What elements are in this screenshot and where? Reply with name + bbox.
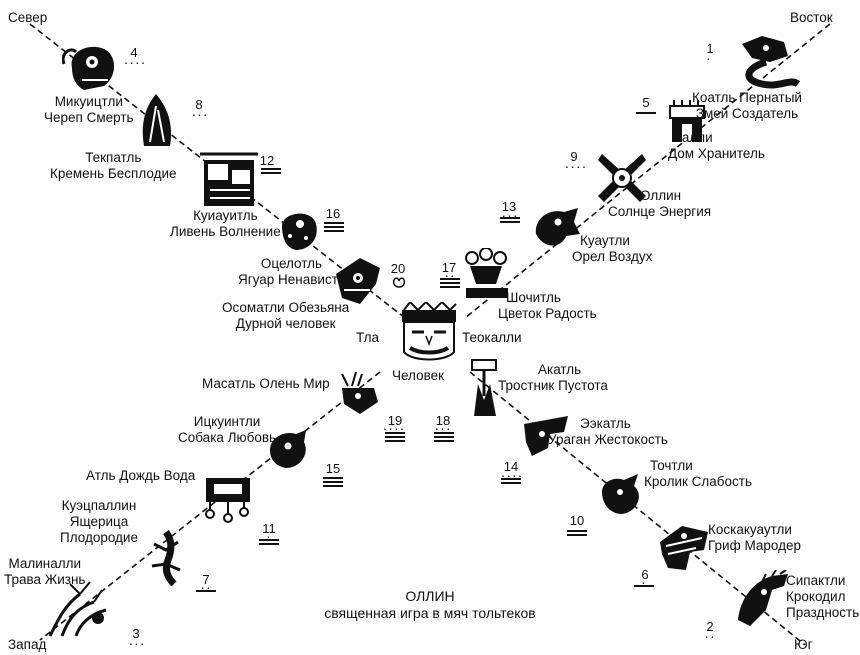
number-20: 20 [390,261,406,276]
title-line-2: священная игра в мяч тольтеков [324,605,536,621]
human-face-glyph-icon [402,302,457,361]
number-11: 11 [262,521,276,536]
dots-11: · [266,528,272,544]
number-2: 2 [706,619,714,634]
number-10: 10 [569,513,585,528]
reed-glyph-icon [471,359,497,416]
number-1: 1 [706,41,714,56]
bars-7 [196,590,216,594]
number-14: 14 [503,459,519,474]
number-13: 13 [501,199,517,214]
dots-1: · [706,50,712,66]
crocodile-glyph-icon [738,570,788,626]
bars-14 [501,478,521,486]
number-16: 16 [325,206,341,221]
rabbit-glyph-icon [602,474,639,514]
bars-6 [634,585,654,589]
title-line-1: ОЛЛИН [405,588,455,604]
wind-glyph-icon [524,416,568,456]
dots-9: ···· [564,158,588,174]
deer-glyph-icon [341,372,378,414]
flower-glyph-icon [465,248,508,298]
number-5: 5 [642,95,650,110]
monkey-glyph-icon [336,258,380,304]
number-18: 18 [435,413,451,428]
direction-south: Юг [794,637,813,652]
center-label-tla: Тла [356,330,380,345]
number-7: 7 [202,572,210,587]
dots-4: ···· [123,54,147,70]
label-masatl: Масатль Олень Мир [202,376,330,391]
bars-19 [385,432,405,444]
number-3: 3 [132,626,140,641]
direction-east: Восток [790,10,833,25]
direction-north: Север [8,10,48,25]
bars-18 [434,432,454,444]
dots-8: ··· [191,106,209,122]
number-17: 17 [441,260,457,275]
jaguar-glyph-icon [282,213,317,250]
direction-west: Запад [8,637,47,652]
number-4: 4 [130,45,138,60]
movement-glyph-icon [598,154,646,202]
bars-15 [323,477,343,489]
bars-5 [636,112,656,116]
number-8: 8 [195,97,203,112]
skull-glyph-icon [62,46,115,90]
number-9: 9 [570,149,578,164]
flint-glyph-icon [142,94,172,146]
number-15: 15 [325,461,341,476]
grass-glyph-icon [48,581,107,637]
twenty-symbol-icon [392,277,406,288]
bars-11 [259,539,279,547]
dots-19: ···· [382,420,406,436]
dots-6: · [641,574,647,590]
eagle-glyph-icon [535,208,580,246]
center-label-human: Человек [392,368,445,383]
dots-3: ··· [128,635,146,651]
bars-16 [324,222,344,234]
bars-17 [440,278,460,290]
house-glyph-icon [669,100,705,142]
dots-2: ·· [704,628,716,644]
dots-7: ·· [200,579,212,595]
bars-10 [567,530,587,538]
center-label-teokalli: Теокалли [462,330,522,345]
water-glyph-icon [205,478,250,523]
number-6: 6 [641,567,649,582]
rain-glyph-icon [200,152,258,206]
number-12: 12 [259,153,275,168]
dots-17: ·· [444,267,456,283]
bars-13 [500,217,520,225]
dots-18: ··· [434,420,452,436]
number-19: 19 [387,413,403,428]
bars-12 [261,168,281,176]
vulture-glyph-icon [660,526,708,570]
diagram-title: ОЛЛИН священная игра в мяч тольтеков [300,588,560,622]
serpent-glyph-icon [742,36,801,89]
label-atl: Атль Дождь Вода [86,468,196,483]
lizard-glyph-icon [151,530,181,586]
dog-glyph-icon [270,430,306,468]
